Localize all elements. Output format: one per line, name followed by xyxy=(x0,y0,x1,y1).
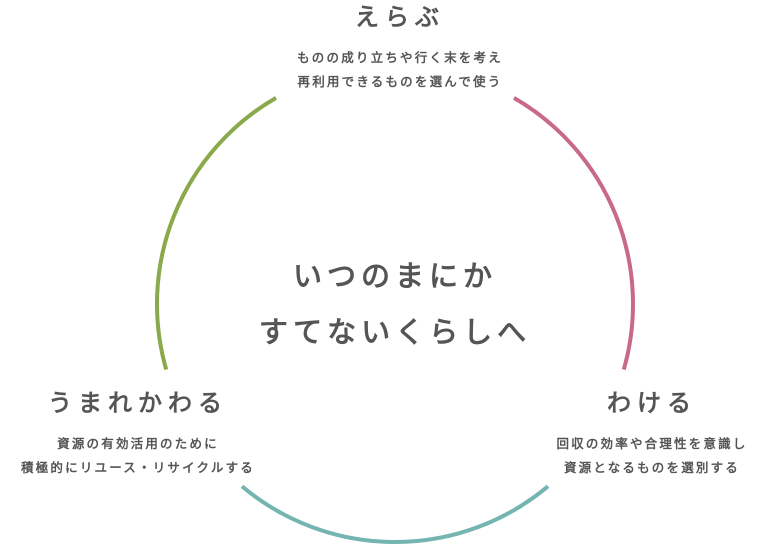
section-title: わける xyxy=(607,389,697,417)
section-desc: 回収の効率や合理性を意識し 資源となるものを選別する xyxy=(534,432,766,480)
section-title: えらぶ xyxy=(355,3,445,31)
section-desc: 資源の有効活用のために 積極的にリユース・リサイクルする xyxy=(0,432,276,480)
section-umarekawaru: うまれかわる 資源の有効活用のために 積極的にリユース・リサイクルする xyxy=(0,388,276,480)
section-desc: ものの成り立ちや行く末を考え 再利用できるものを選んで使う xyxy=(270,46,530,94)
arc-erabu-to-wakeru xyxy=(512,96,635,371)
center-line-2: すてないくらしへ xyxy=(258,315,532,349)
section-wakeru: わける 回収の効率や合理性を意識し 資源となるものを選別する xyxy=(534,388,766,480)
desc-line: 回収の効率や合理性を意識し xyxy=(556,436,748,451)
section-erabu: えらぶ ものの成り立ちや行く末を考え 再利用できるものを選んで使う xyxy=(270,2,530,94)
center-message: いつのまにか すてないくらしへ xyxy=(0,248,766,360)
desc-line: 再利用できるものを選んで使う xyxy=(297,74,503,89)
arc-wakeru-to-umarekawaru xyxy=(240,484,550,544)
desc-line: 積極的にリユース・リサイクルする xyxy=(21,460,255,475)
desc-line: 資源の有効活用のために xyxy=(57,436,219,451)
desc-line: ものの成り立ちや行く末を考え xyxy=(297,50,503,65)
desc-line: 資源となるものを選別する xyxy=(563,460,741,475)
center-line-1: いつのまにか xyxy=(292,259,497,293)
section-title: うまれかわる xyxy=(48,389,228,417)
arc-umarekawaru-to-erabu xyxy=(155,96,278,371)
